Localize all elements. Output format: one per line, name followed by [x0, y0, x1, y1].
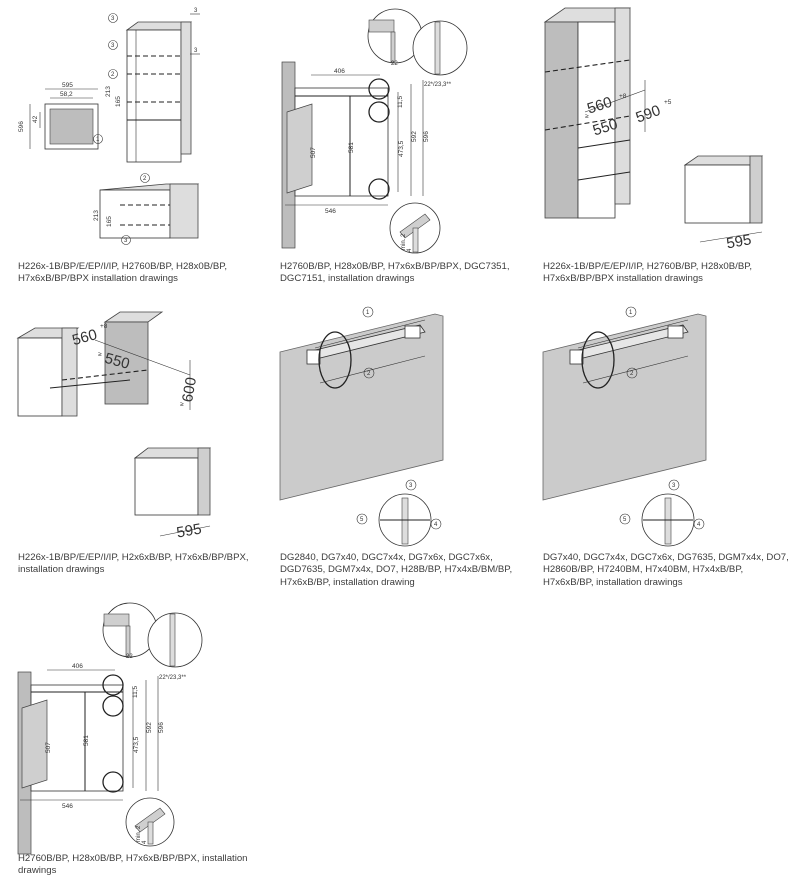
dim-22: 22 [126, 654, 133, 660]
dim-58-2: 58,2 [60, 91, 73, 98]
dim-546: 546 [62, 803, 73, 810]
figure-3-drawing: 560 +8 550 ≥ 590 +5 595 [543, 7, 764, 252]
callout-3-lower: 3 [124, 238, 128, 244]
dim-560-tolerance: +8 [619, 93, 627, 100]
dim-507: 507 [310, 147, 317, 158]
figure-3: 560 +8 550 ≥ 590 +5 595 H226x-1B/BP/E/EP… [530, 0, 796, 290]
dim-4: 4 [407, 248, 413, 252]
dim-406: 406 [72, 663, 83, 670]
dim-min-2: min. 2 [401, 233, 407, 250]
dim-22: 22 [391, 61, 398, 67]
callout-5: 5 [360, 517, 364, 523]
dim-600-symbol: ≥ [180, 401, 184, 408]
dim-3-top: 3 [194, 8, 198, 14]
dim-595: 595 [175, 520, 203, 541]
callout-1: 1 [366, 310, 370, 316]
figure-7-caption: H2760B/BP, H28x0B/BP, H7x6xB/BP/BPX, ins… [18, 853, 248, 877]
dim-406: 406 [334, 68, 345, 75]
callout-3-top: 3 [111, 16, 115, 22]
dim-4: 4 [142, 840, 148, 844]
callout-2: 2 [111, 72, 115, 78]
dim-213: 213 [105, 86, 112, 97]
dim-550: 550 [591, 116, 620, 140]
dim-165-lower: 165 [106, 216, 113, 227]
dim-507: 507 [45, 742, 52, 753]
callout-1: 1 [96, 137, 100, 143]
dim-590: 590 [634, 102, 663, 127]
figure-6-drawing: 1 2 3 4 5 [542, 306, 707, 547]
dim-165: 165 [115, 96, 122, 107]
dim-22-23-3: 22*/23,3** [159, 675, 187, 681]
figure-2-caption: H2760B/BP, H28x0B/BP, H7x6xB/BP/BPX, DGC… [280, 261, 510, 285]
dim-590-tolerance: +5 [664, 99, 672, 106]
callout-1: 1 [629, 310, 633, 316]
dim-550: 550 [103, 350, 132, 373]
figure-4: 560 +8 550 ≥ 600 ≥ 595 H226x-1B/BP/E/EP/… [0, 290, 265, 590]
dim-596: 596 [18, 121, 25, 132]
callout-3-mid: 3 [111, 43, 115, 49]
figure-4-drawing: 560 +8 550 ≥ 600 ≥ 595 [16, 311, 212, 542]
callout-3: 3 [409, 483, 413, 489]
dim-595: 595 [62, 82, 73, 89]
dim-596: 596 [423, 131, 430, 142]
dim-473-5: 473,5 [398, 140, 405, 157]
dim-546: 546 [325, 208, 336, 215]
dim-213-lower: 213 [93, 210, 100, 221]
dim-11-5: 11,5 [132, 685, 139, 698]
callout-2: 2 [367, 371, 371, 377]
dim-581: 581 [348, 142, 355, 153]
figure-7: 406 546 507 581 473,5 11,5 592 596 22 22… [0, 600, 265, 880]
dim-560-tolerance: +8 [100, 323, 108, 330]
callout-4: 4 [434, 522, 438, 528]
figure-2-drawing: 406 546 507 581 473,5 11,5 592 596 22 22… [281, 8, 468, 254]
figure-1: 595 58,2 596 42 1 3 3 3 3 2 213 165 [0, 0, 265, 290]
figure-5-caption: DG2840, DG7x40, DGC7x4x, DG7x6x, DGC7x6x… [280, 552, 513, 588]
dim-550-symbol: ≥ [98, 351, 102, 358]
dim-560: 560 [70, 326, 99, 349]
dim-42: 42 [32, 115, 39, 123]
figure-3-caption: H226x-1B/BP/E/EP/I/IP, H2760B/BP, H28x0B… [543, 261, 753, 285]
dim-595: 595 [725, 231, 753, 252]
callout-5: 5 [623, 517, 627, 523]
dim-11-5: 11,5 [397, 95, 404, 108]
dim-581: 581 [83, 735, 90, 746]
figure-7-drawing: 406 546 507 581 473,5 11,5 592 596 22 22… [17, 602, 203, 855]
dim-550-symbol: ≥ [585, 113, 589, 120]
figure-1-drawing: 595 58,2 596 42 1 3 3 3 3 2 213 165 [18, 8, 200, 245]
callout-2-lower: 2 [143, 176, 147, 182]
dim-min-2: min. 2 [136, 825, 142, 842]
dim-596: 596 [158, 722, 165, 733]
dim-560: 560 [585, 94, 614, 118]
dim-22-23-3: 22*/23,3** [424, 82, 452, 88]
callout-4: 4 [697, 522, 701, 528]
figure-1-caption: H226x-1B/BP/E/EP/I/IP, H2760B/BP, H28x0B… [18, 261, 228, 285]
callout-2: 2 [630, 371, 634, 377]
figure-6-caption: DG7x40, DGC7x4x, DGC7x6x, DG7635, DGM7x4… [543, 552, 789, 588]
callout-3: 3 [672, 483, 676, 489]
dim-600: 600 [179, 376, 200, 404]
figure-2: 406 546 507 581 473,5 11,5 592 596 22 22… [265, 0, 530, 290]
figure-5-drawing: 1 2 3 4 5 [279, 306, 444, 547]
figure-5: 1 2 3 4 5 DG2840, DG7x40, DGC7x4x, DG7x6… [265, 290, 530, 600]
dim-592: 592 [411, 131, 418, 142]
dim-592: 592 [146, 722, 153, 733]
dim-473-5: 473,5 [133, 736, 140, 753]
figure-4-caption: H226x-1B/BP/E/EP/I/IP, H2x6xB/BP, H7x6xB… [18, 552, 249, 576]
dim-3-mid: 3 [194, 48, 198, 54]
figure-6: 1 2 3 4 5 DG7x40, DGC7x4x, DGC7x6x, DG76… [530, 290, 796, 600]
